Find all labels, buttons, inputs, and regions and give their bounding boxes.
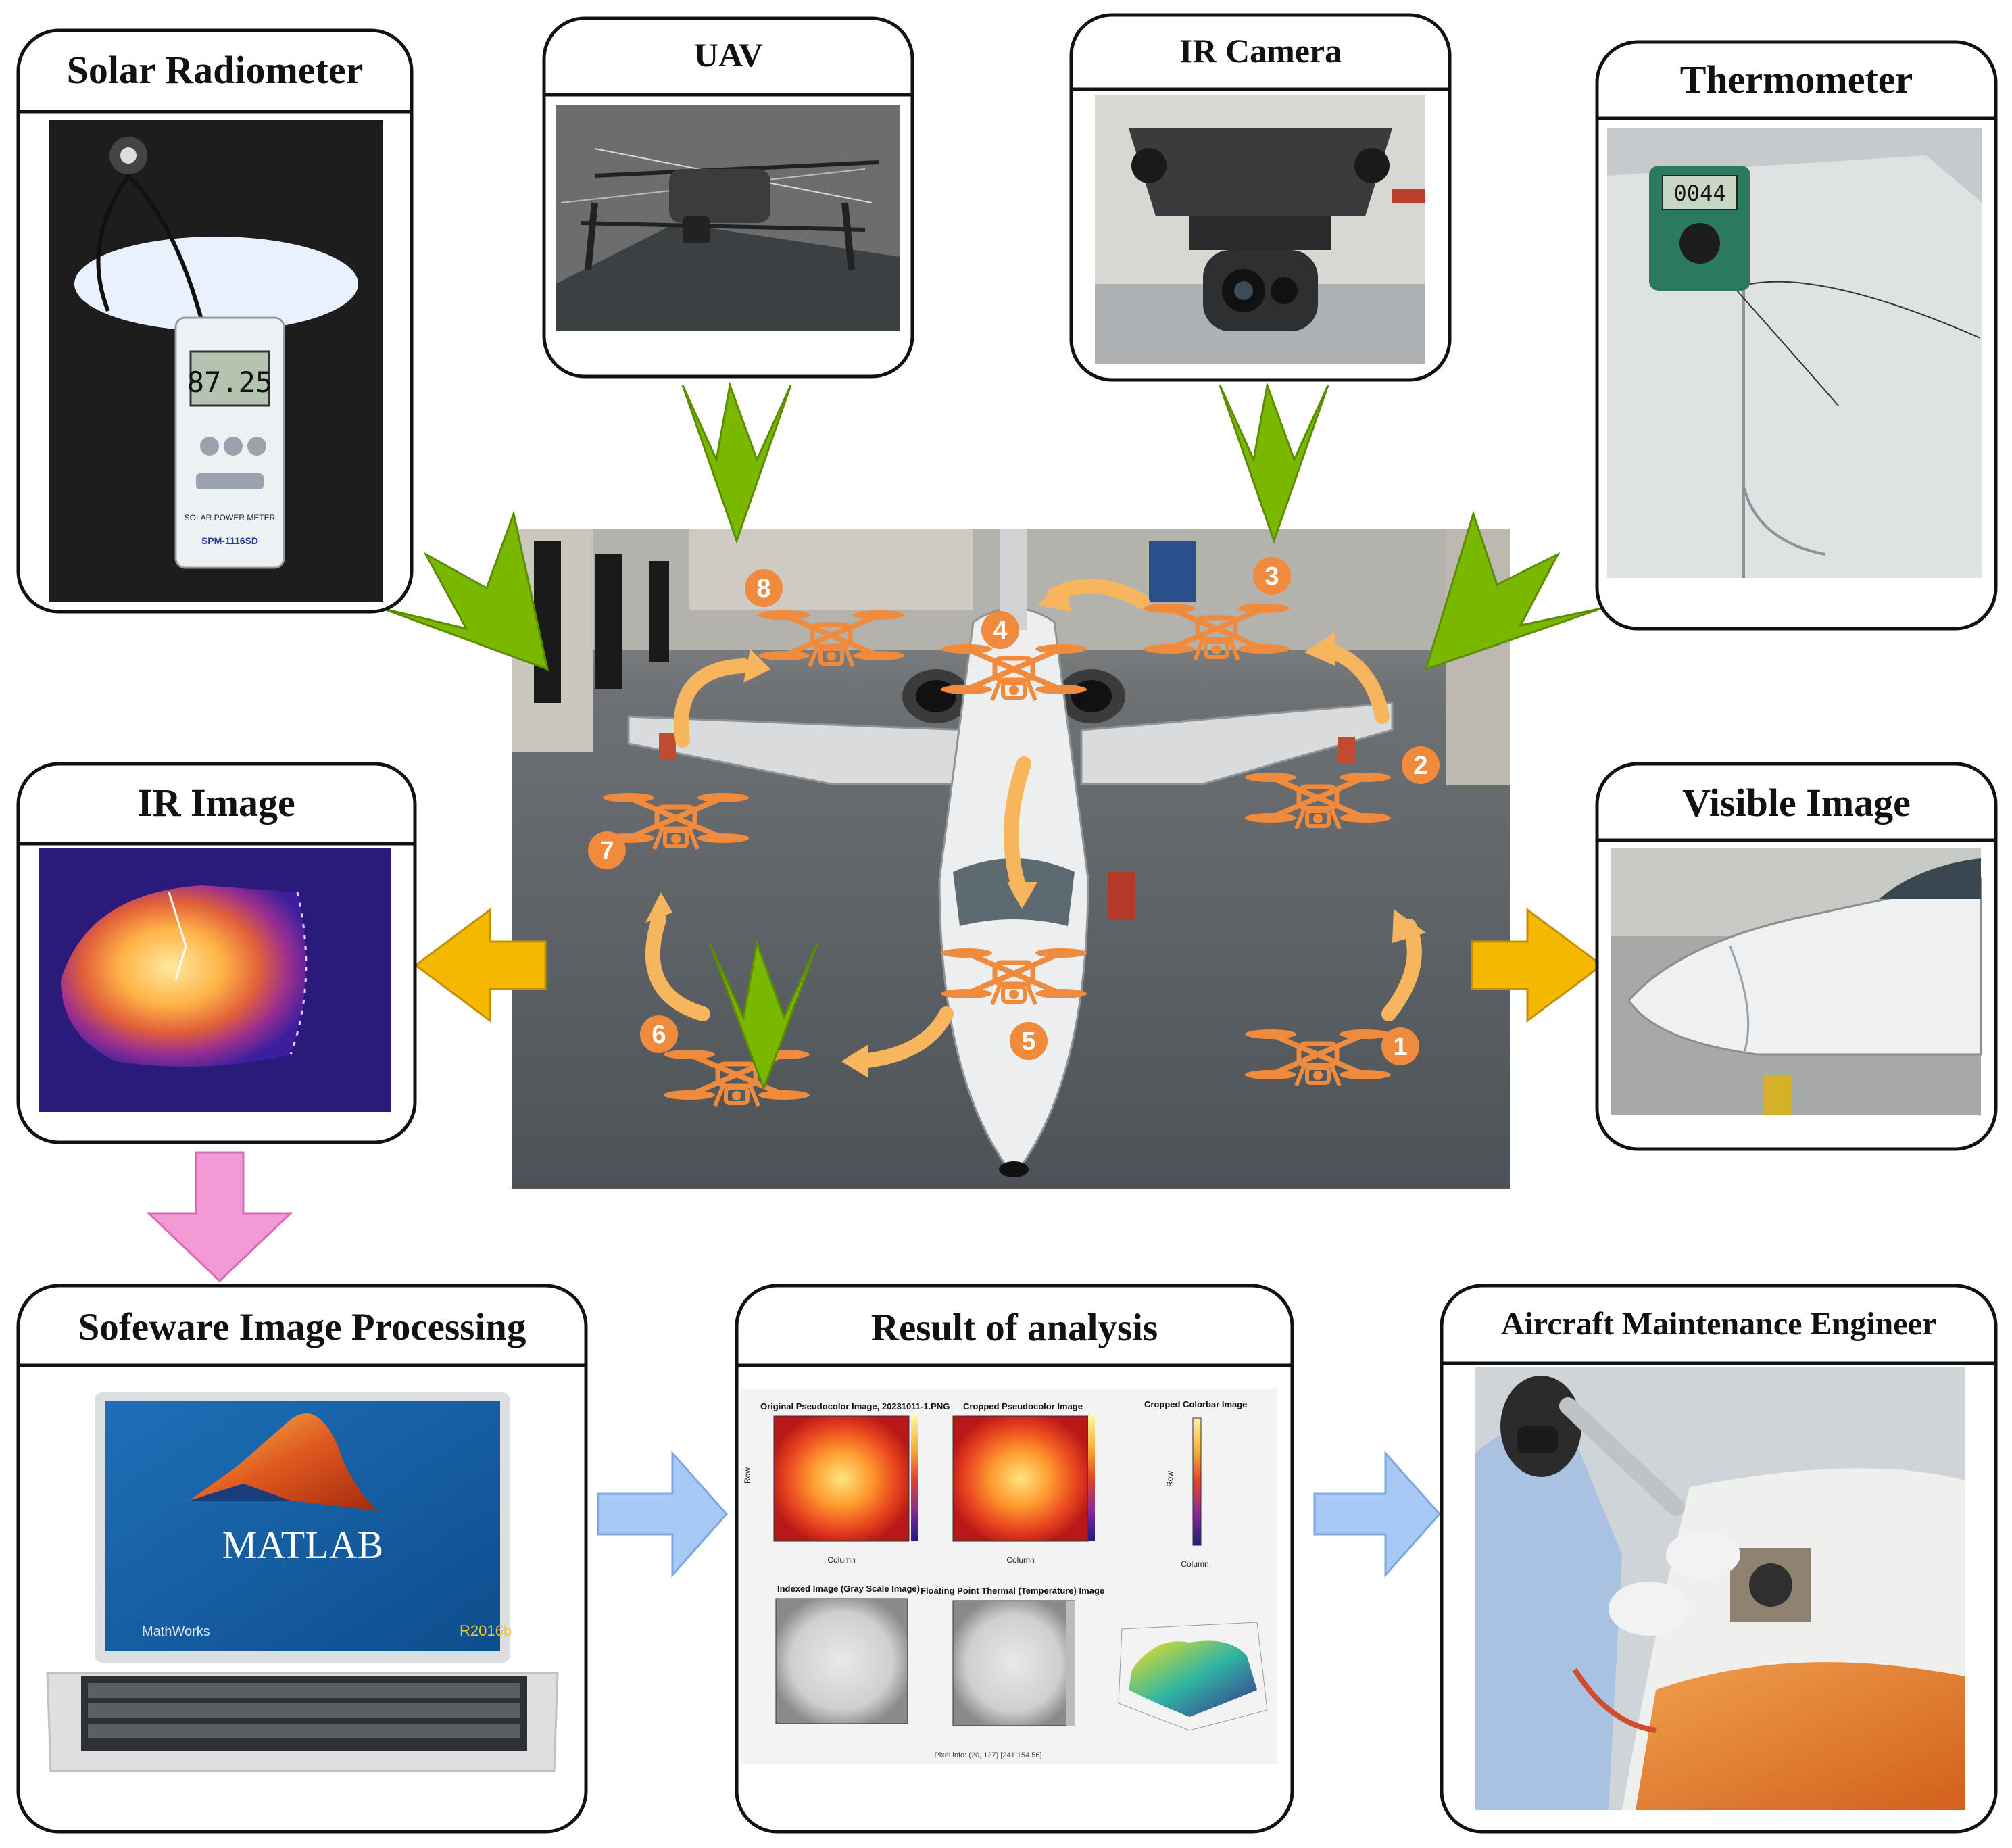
- subplot-3-column-label: Column: [1181, 1559, 1208, 1569]
- radiometer-device-label: SOLAR POWER METER: [185, 513, 276, 522]
- green-arrow-center: [708, 939, 819, 1092]
- waypoint-7: 7: [588, 831, 626, 869]
- waypoint-3: 3: [1253, 557, 1291, 595]
- panel-title-software: Sofeware Image Processing: [78, 1306, 526, 1348]
- analysis-figure: Original Pseudocolor Image, 20231011-1.P…: [740, 1389, 1277, 1764]
- panel-engineer: Aircraft Maintenance Engineer: [1440, 1284, 1998, 1834]
- subplot-1-row-label: Row: [743, 1467, 752, 1484]
- waypoint-label-5: 5: [1021, 1027, 1035, 1056]
- radiometer-photo: 87.25 SOLAR POWER METER SPM-1116SD: [49, 120, 383, 602]
- green-arrow-radiometer: [381, 510, 549, 671]
- flight-path: [645, 579, 1422, 1069]
- keyboard-keys: [88, 1683, 520, 1738]
- matlab-wordmark: MATLAB: [222, 1523, 383, 1567]
- surface-plot: [1118, 1622, 1268, 1731]
- subplot-title-3: Cropped Colorbar Image: [1144, 1399, 1247, 1409]
- waypoint-markers: 1 2 3 4 5 6 7 8: [588, 557, 1440, 1065]
- blue-arrow-to-result: [597, 1451, 729, 1578]
- panel-result: Result of analysis Original Pseudocolor …: [735, 1284, 1294, 1834]
- laptop-illustration: MATLAB MathWorks R2016b: [46, 1392, 559, 1772]
- waypoint-8: 8: [745, 569, 783, 607]
- waypoint-label-7: 7: [599, 837, 614, 865]
- ir-camera-photo: [1095, 95, 1425, 364]
- waypoint-1: 1: [1381, 1027, 1419, 1065]
- waypoint-4: 4: [981, 611, 1019, 649]
- yellow-arrow-visible-image: [1471, 908, 1604, 1023]
- yellow-arrow-ir-image: [414, 908, 547, 1023]
- waypoint-label-4: 4: [993, 616, 1007, 645]
- panel-uav: UAV: [542, 16, 914, 379]
- yellow-output-arrows: [414, 908, 1604, 1023]
- green-arrow-thermometer: [1424, 510, 1602, 671]
- panel-title-engineer: Aircraft Maintenance Engineer: [1501, 1306, 1936, 1342]
- panel-ir-image: IR Image: [16, 762, 417, 1144]
- visible-aircraft-photo: [1611, 848, 1982, 1115]
- waypoint-label-2: 2: [1413, 752, 1427, 780]
- subplot-2-column-label: Column: [1006, 1555, 1034, 1565]
- panel-solar-radiometer: Solar Radiometer 87.25 SOLAR POWER METER…: [16, 28, 414, 614]
- waypoint-2: 2: [1402, 746, 1440, 784]
- panel-thermometer: Thermometer 0044: [1595, 40, 1998, 631]
- panel-title-result: Result of analysis: [871, 1307, 1158, 1349]
- green-arrow-ircamera: [1219, 381, 1329, 544]
- waypoint-6: 6: [640, 1015, 678, 1053]
- subplot-3-row-label: Row: [1165, 1471, 1175, 1487]
- pink-down-arrow: [146, 1151, 293, 1283]
- panel-title-thermometer: Thermometer: [1680, 57, 1913, 101]
- waypoint-5: 5: [1010, 1022, 1048, 1060]
- waypoint-label-8: 8: [756, 575, 770, 603]
- green-arrow-uav: [681, 381, 792, 544]
- subplot-title-5: Floating Point Thermal (Temperature) Ima…: [921, 1586, 1104, 1596]
- ir-thermal-photo: [39, 848, 391, 1112]
- blue-arrow-to-engineer: [1313, 1451, 1442, 1578]
- thermometer-display: 0044: [1673, 180, 1725, 206]
- radiometer-display: 87.25: [187, 366, 272, 399]
- panel-software: Sofeware Image Processing MATLAB MathWor…: [16, 1284, 588, 1834]
- uav-photo: [556, 105, 900, 331]
- panel-title-solar-radiometer: Solar Radiometer: [67, 48, 364, 92]
- mathworks-wordmark: MathWorks: [142, 1624, 210, 1639]
- panel-visible-image: Visible Image: [1595, 762, 1998, 1151]
- subplot-title-2: Cropped Pseudocolor Image: [963, 1401, 1083, 1411]
- green-input-arrows: [381, 381, 1602, 1092]
- subplot-title-4: Indexed Image (Gray Scale Image): [777, 1584, 920, 1594]
- pixel-info: Pixel info: (20, 127) [241 154 56]: [935, 1751, 1042, 1759]
- radiometer-model-label: SPM-1116SD: [201, 535, 258, 546]
- panel-title-ir-camera: IR Camera: [1179, 32, 1342, 70]
- subplot-1-column-label: Column: [827, 1555, 855, 1565]
- panel-title-visible-image: Visible Image: [1682, 781, 1911, 825]
- panel-title-uav: UAV: [694, 36, 763, 74]
- waypoint-label-6: 6: [652, 1021, 666, 1049]
- waypoint-label-3: 3: [1265, 562, 1279, 591]
- thermometer-photo: 0044: [1607, 128, 1982, 578]
- waypoint-label-1: 1: [1393, 1033, 1407, 1061]
- panel-title-ir-image: IR Image: [137, 781, 295, 825]
- matlab-version: R2016b: [460, 1622, 512, 1639]
- panel-ir-camera: IR Camera: [1069, 13, 1452, 382]
- engineer-photo: [1475, 1367, 1965, 1810]
- subplot-title-1: Original Pseudocolor Image, 20231011-1.P…: [760, 1401, 950, 1411]
- flight-path-arrowheads: [645, 581, 1426, 1078]
